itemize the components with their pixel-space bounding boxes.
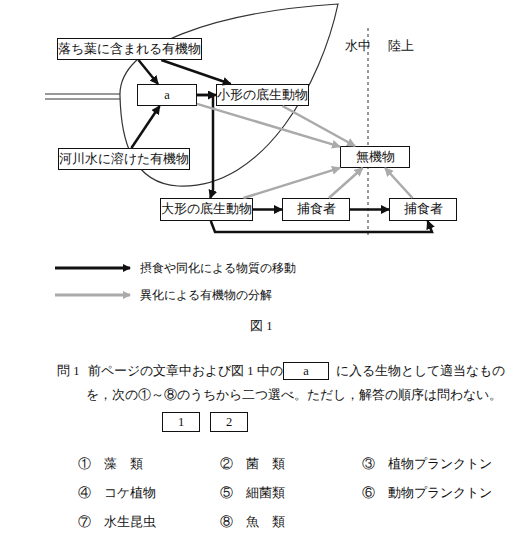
option-item: ⑤ 細菌類 — [220, 485, 285, 501]
node-text: 小形の底生動物 — [217, 87, 308, 104]
transfer-arrow — [197, 94, 216, 97]
question-text: 前ページの文章中および図 1 中の — [88, 363, 283, 379]
decomposition-arrow — [283, 106, 356, 146]
transfer-arrow — [253, 208, 282, 211]
node-text: 大形の底生動物 — [161, 201, 252, 218]
transfer-arrow — [161, 60, 230, 84]
answer-box: a — [283, 362, 329, 380]
question-text: を，次の①～⑧のうちから二つ選べ。ただし，解答の順序は問わない。 — [86, 387, 502, 403]
node-text: 捕食者 — [404, 201, 443, 218]
figure-caption: 図 1 — [250, 318, 272, 334]
transfer-arrow — [197, 95, 213, 198]
legend-black-arrow — [55, 267, 130, 270]
process-box: 捕食者 — [389, 198, 457, 221]
process-box: 小形の底生動物 — [216, 84, 309, 106]
decomposition-arrow — [329, 168, 363, 198]
node-text: 無機物 — [356, 149, 395, 166]
node-text: 河川水に溶けた有機物 — [59, 151, 189, 168]
option-item: ② 菌 類 — [220, 456, 285, 472]
node-text: a — [303, 364, 309, 379]
region-label: 水中 — [345, 38, 371, 54]
transfer-arrow — [211, 221, 432, 232]
node-text: 落ち葉に含まれる有機物 — [58, 41, 201, 58]
legend-text: 異化による有機物の分解 — [140, 287, 272, 303]
option-item: ⑥ 動物プランクトン — [362, 485, 492, 501]
process-box: 捕食者 — [282, 198, 350, 221]
question-text: に入る生物として適当なもの — [336, 363, 505, 379]
node-text: a — [164, 88, 170, 103]
transfer-arrow — [350, 208, 389, 211]
process-box: 大形の底生動物 — [160, 198, 253, 221]
option-item: ⑧ 魚 類 — [220, 514, 285, 530]
process-box: 無機物 — [340, 146, 410, 168]
decomposition-arrow — [197, 104, 340, 147]
node-text: 2 — [226, 415, 232, 430]
legend-gray-arrow — [55, 294, 130, 297]
transfer-arrow — [131, 106, 159, 148]
leaf-illustration — [45, 4, 338, 186]
organic-box: 河川水に溶けた有機物 — [58, 148, 190, 170]
transfer-arrow — [139, 60, 159, 84]
node-text: 捕食者 — [297, 201, 336, 218]
option-item: ④ コケ植物 — [78, 485, 156, 501]
organic-box: 落ち葉に含まれる有機物 — [57, 38, 202, 60]
answer-box: 2 — [210, 412, 248, 432]
option-item: ⑦ 水生昆虫 — [78, 514, 156, 530]
option-item: ③ 植物プランクトン — [362, 456, 492, 472]
region-label: 陸上 — [388, 38, 414, 54]
node-text: 1 — [178, 415, 184, 430]
option-item: ① 藻 類 — [78, 456, 143, 472]
answer-box: a — [137, 84, 197, 106]
answer-box: 1 — [162, 412, 200, 432]
water-land-divider — [368, 28, 369, 238]
decomposition-arrow — [385, 168, 412, 198]
legend-text: 摂食や同化による物質の移動 — [140, 260, 296, 276]
decomposition-arrow — [243, 168, 340, 198]
question-text: 問 1 — [57, 363, 79, 379]
